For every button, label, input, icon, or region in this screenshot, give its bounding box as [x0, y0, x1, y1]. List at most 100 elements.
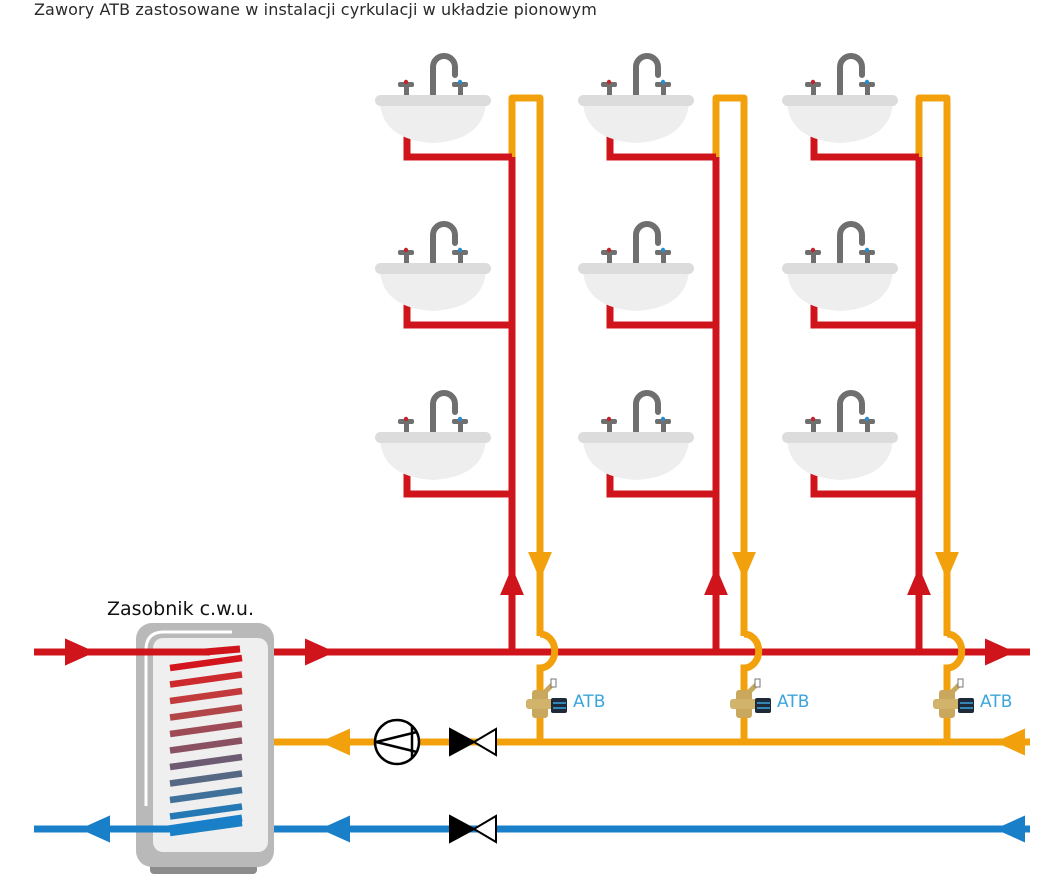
- valve-open-half: [472, 814, 497, 844]
- sink-icon: [578, 221, 694, 311]
- circulation-riser-arrow: [935, 552, 959, 580]
- cold-tap-stem: [458, 253, 463, 263]
- sink-rim: [578, 432, 694, 443]
- hot-tap-dot: [403, 247, 409, 253]
- cold-tap-handle: [859, 82, 875, 87]
- sink-rim: [782, 263, 898, 274]
- sink-icon: [782, 390, 898, 480]
- sink-rim: [578, 263, 694, 274]
- cold-tap-dot: [864, 79, 870, 85]
- circulation-crossover: [536, 630, 559, 742]
- atb-cap: [957, 678, 964, 688]
- sink-rim: [782, 95, 898, 106]
- cold-tap-stem: [661, 253, 666, 263]
- pump-triangle: [375, 730, 418, 754]
- hot-tap-stem: [811, 253, 816, 263]
- cold-tap-dot: [660, 247, 666, 253]
- hot-tap-handle: [398, 419, 414, 424]
- cold-tap-dot: [457, 79, 463, 85]
- sink-rim: [375, 263, 491, 274]
- cold-tap-handle: [859, 250, 875, 255]
- cold-tap-stem: [458, 422, 463, 432]
- circulation-riser: [508, 94, 544, 636]
- hot-tap-handle: [601, 82, 617, 87]
- hot-branch: [810, 135, 919, 161]
- circulation-riser: [712, 94, 748, 636]
- sink-bowl: [380, 440, 486, 480]
- hot-flow-arrow: [65, 638, 95, 666]
- atb-label: ATB: [777, 692, 809, 712]
- hot-tap-dot: [403, 416, 409, 422]
- valve-open-half: [472, 727, 497, 757]
- atb-valve-icon: ATB: [730, 678, 809, 718]
- coil-segment: [169, 671, 243, 688]
- cold-tap-handle: [655, 82, 671, 87]
- circulation-flow-arrow: [320, 728, 350, 756]
- hot-tap-dot: [810, 416, 816, 422]
- hot-tap-stem: [404, 422, 409, 432]
- coil-segment: [169, 720, 243, 738]
- cold-flow-arrow: [80, 815, 110, 843]
- cold-tap-handle: [452, 419, 468, 424]
- circulation-pump-icon: [373, 718, 421, 766]
- hot-tap-handle: [398, 82, 414, 87]
- tank-layer: [34, 623, 274, 874]
- cold-tap-dot: [864, 416, 870, 422]
- cold-tap-dot: [660, 416, 666, 422]
- hot-tap-stem: [607, 253, 612, 263]
- hot-tap-handle: [601, 250, 617, 255]
- hot-tap-dot: [810, 247, 816, 253]
- cold-tap-handle: [452, 82, 468, 87]
- cold-tap-handle: [655, 250, 671, 255]
- cold-tap-stem: [661, 85, 666, 95]
- sink-bowl: [583, 103, 689, 143]
- cold-tap-dot: [864, 247, 870, 253]
- faucet-spout: [837, 221, 865, 268]
- hot-tap-stem: [404, 85, 409, 95]
- sink-bowl: [787, 103, 893, 143]
- faucet-spout: [837, 390, 865, 437]
- cold-flow-arrow: [995, 815, 1025, 843]
- hot-tap-handle: [805, 250, 821, 255]
- hot-tap-handle: [398, 250, 414, 255]
- faucet-spout: [633, 53, 661, 100]
- coil-outlet-bend: [167, 814, 243, 833]
- atb-actuator: [755, 698, 771, 713]
- cold-tap-stem: [865, 422, 870, 432]
- atb-body-mid: [933, 699, 961, 709]
- cold-shutoff-valve-icon: [449, 814, 497, 844]
- atb-actuator: [551, 698, 567, 713]
- hot-branch: [403, 135, 512, 161]
- hot-flow-arrow: [985, 638, 1015, 666]
- coil-segment: [169, 803, 243, 820]
- hot-tap-handle: [601, 419, 617, 424]
- coil-segment: [169, 704, 243, 721]
- sink-icon: [782, 221, 898, 311]
- cold-tap-dot: [457, 247, 463, 253]
- sink-bowl: [583, 440, 689, 480]
- faucet-spout: [837, 53, 865, 100]
- atb-body-mid: [730, 699, 758, 709]
- sinks-layer: [375, 53, 898, 480]
- valve-filled-half: [449, 814, 477, 844]
- hot-branch: [403, 472, 512, 498]
- tank-label: Zasobnik c.w.u.: [107, 598, 254, 620]
- faucet-spout: [430, 390, 458, 437]
- sink-icon: [782, 53, 898, 143]
- atb-label: ATB: [573, 692, 605, 712]
- hot-tap-stem: [607, 85, 612, 95]
- coil-segment: [169, 753, 243, 771]
- hot-tap-dot: [403, 79, 409, 85]
- circulation-shutoff-valve-icon: [449, 727, 497, 757]
- atb-actuator: [958, 698, 974, 713]
- hot-tap-stem: [811, 85, 816, 95]
- sink-bowl: [787, 440, 893, 480]
- valve-filled-half: [449, 727, 477, 757]
- pipes-layer: [34, 94, 1030, 843]
- cold-tap-stem: [661, 422, 666, 432]
- sink-bowl: [380, 103, 486, 143]
- hot-flow-arrow: [305, 638, 335, 666]
- cold-tap-handle: [452, 250, 468, 255]
- circulation-flow-arrow: [995, 728, 1025, 756]
